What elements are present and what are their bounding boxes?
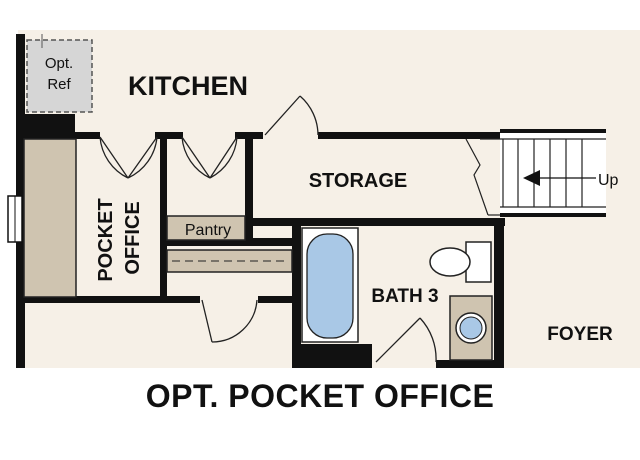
kitchen-label: KITCHEN xyxy=(128,71,248,101)
storage-door xyxy=(264,95,319,136)
stair-arrow-head xyxy=(523,170,540,186)
wall-block-ref xyxy=(22,114,75,140)
hall-wall-right xyxy=(258,296,300,303)
pocket-office-label-line2: OFFICE xyxy=(122,201,144,274)
storage-bottom-wall xyxy=(245,218,505,226)
office-door-right xyxy=(127,136,158,179)
stairs: Up xyxy=(465,133,619,216)
floor-plan: Opt. Ref xyxy=(7,30,640,368)
stair-bottom-rail xyxy=(500,213,606,217)
office-door-left xyxy=(99,136,129,179)
pantry-bottom-wall xyxy=(165,238,300,246)
hall-door xyxy=(201,299,258,343)
bath-right-wall xyxy=(494,218,504,368)
storage-top-wall xyxy=(318,132,503,139)
opt-ref-label-line1: Opt. xyxy=(45,55,73,72)
pantry-label: Pantry xyxy=(185,222,231,239)
optional-refrigerator xyxy=(26,39,93,113)
storage-label: STORAGE xyxy=(309,170,408,192)
stairs-up-label: Up xyxy=(598,172,619,189)
kitchen-wall-mid xyxy=(155,132,183,139)
bath-bottom-wall-left xyxy=(292,344,372,368)
door-swings xyxy=(99,95,437,363)
opt-ref-label-line2: Ref xyxy=(47,76,71,93)
pocket-office-label-line1: POCKET xyxy=(95,198,117,281)
bath-sink-basin xyxy=(459,316,483,340)
bath-label: BATH 3 xyxy=(371,286,438,307)
bathtub-basin xyxy=(306,233,354,339)
stair-top-rail xyxy=(500,129,606,133)
pantry-shelf xyxy=(166,215,246,241)
office-desk-cabinet xyxy=(23,138,77,298)
bath-door xyxy=(375,317,437,363)
pocket-office-right-wall xyxy=(160,132,167,302)
stair-area xyxy=(500,133,606,213)
pantry-door-left xyxy=(181,136,211,179)
kitchen-wall-left xyxy=(70,132,100,139)
toilet-bowl xyxy=(429,247,471,277)
bath-bottom-wall-right xyxy=(436,360,504,368)
hall-wall-left xyxy=(22,296,200,303)
pantry-right-wall xyxy=(245,132,253,244)
plan-caption: OPT. POCKET OFFICE xyxy=(145,378,495,414)
bath-left-wall xyxy=(292,226,301,368)
foyer-label: FOYER xyxy=(547,324,613,345)
pantry-door-right xyxy=(209,136,238,179)
